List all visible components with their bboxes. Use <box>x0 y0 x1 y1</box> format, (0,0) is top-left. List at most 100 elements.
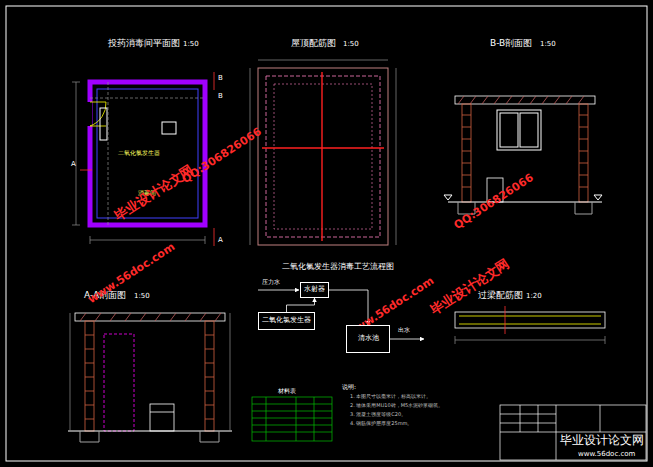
door-outline <box>104 334 134 431</box>
ground-line <box>444 195 602 200</box>
section-slab <box>75 313 225 321</box>
view-title: 投药消毒间平面图 <box>108 38 180 48</box>
ground-line <box>68 431 232 442</box>
rebar-line <box>262 72 384 241</box>
note-text: 2. 墙体采用MU10砖，M5水泥砂浆砌筑。 <box>350 403 443 409</box>
brick-wall <box>85 321 214 431</box>
plan-walls <box>84 102 92 126</box>
section-slab <box>80 313 221 321</box>
pipe-line <box>390 339 424 340</box>
node-text: 水射器 <box>304 286 325 294</box>
ground-line <box>80 431 219 442</box>
dimension-line <box>455 336 605 344</box>
dimension-line <box>205 236 206 244</box>
process-box: 水射器 <box>300 282 329 298</box>
note-text: 1. 本图尺寸以毫米计，标高以米计。 <box>350 394 431 400</box>
window <box>497 110 541 150</box>
section-cut-line <box>80 72 214 246</box>
rebar-line <box>321 72 322 241</box>
dimension-line <box>230 313 231 431</box>
node-text: 二氧化氯发生器 <box>262 317 311 325</box>
watermark: 毕业设计论文网 <box>112 162 196 224</box>
dimension-line <box>250 68 251 245</box>
lintel-beam <box>455 312 605 328</box>
note-text: 4. 钢筋保护层厚度25mm。 <box>350 421 412 427</box>
watermark: QQ:306826066 <box>180 126 264 187</box>
dimension-line <box>258 60 388 61</box>
title-block <box>500 405 646 460</box>
scale-text: 1:50 <box>540 40 556 48</box>
note-text: 3. 混凝土强度等级C20。 <box>350 412 406 418</box>
ground-line <box>448 202 602 203</box>
section-slab <box>75 313 225 321</box>
pipe-line <box>258 290 299 291</box>
site-logo: www.56doc.com <box>578 450 635 458</box>
node-text: 清水池 <box>358 335 379 343</box>
view-title: 屋顶配筋图 <box>291 38 336 48</box>
flow-connector <box>287 298 315 312</box>
section-mark: B <box>218 92 223 100</box>
dimension-line <box>108 82 109 225</box>
scale-text: 1:50 <box>134 292 150 300</box>
drawing-frame <box>6 6 647 461</box>
window <box>520 113 538 147</box>
material-table <box>252 397 332 441</box>
note-heading: 说明: <box>342 384 356 391</box>
door-outline <box>104 334 134 431</box>
equipment-name: 二氧化氯发生器 <box>118 150 160 157</box>
lintel-beam <box>459 324 601 325</box>
dimension-line <box>76 82 77 225</box>
table-title: 材料表 <box>278 388 296 395</box>
flow-label: 出水 <box>398 327 410 334</box>
process-box: 二氧化氯发生器 <box>258 312 315 330</box>
ground-line <box>68 431 232 432</box>
dimension-line <box>70 313 230 431</box>
section-slab <box>455 96 595 104</box>
scale-text: 1:20 <box>526 292 542 300</box>
dimension-line <box>455 336 456 344</box>
rebar-line <box>262 147 384 148</box>
roof-slab <box>258 68 388 245</box>
plan-walls <box>162 122 176 134</box>
material-table <box>252 397 332 441</box>
lintel-beam <box>455 306 605 334</box>
lintel-beam <box>459 316 601 317</box>
title-block <box>500 405 646 460</box>
window <box>497 110 541 150</box>
scale-text: 1:50 <box>343 40 359 48</box>
dimension-line <box>72 225 80 226</box>
brick-wall <box>205 321 214 431</box>
plan-walls <box>88 82 205 225</box>
dimension-line <box>70 313 71 431</box>
section-slab <box>458 96 584 104</box>
section-mark: A <box>218 236 223 244</box>
section-cut-line <box>214 72 215 90</box>
material-table <box>252 397 332 441</box>
lintel-beam <box>505 306 506 334</box>
title-block <box>500 405 646 460</box>
dimension-line <box>250 60 396 245</box>
section-cut-line <box>214 228 215 246</box>
dimension-line <box>72 82 80 83</box>
equipment-box <box>150 412 174 413</box>
roof-slab <box>266 76 380 237</box>
section-slab <box>455 96 595 104</box>
dimension-line <box>605 336 606 344</box>
watermark: QQ:306826066 <box>452 172 536 233</box>
view-title: 过梁配筋图 <box>478 290 523 300</box>
equipment-box <box>150 404 174 431</box>
drawing-frame <box>6 6 647 461</box>
dimension-line <box>90 240 205 241</box>
watermark: 毕业设计论文网 <box>428 256 512 318</box>
plan-walls <box>90 82 205 225</box>
window <box>500 113 518 147</box>
section-cut-line <box>80 170 92 171</box>
dimension-line <box>396 68 397 245</box>
dimension-line <box>90 236 91 244</box>
view-title: 二氧化氯发生器消毒工艺流程图 <box>282 262 394 271</box>
flow-label: 压力水 <box>262 279 280 286</box>
roof-slab <box>258 68 388 245</box>
